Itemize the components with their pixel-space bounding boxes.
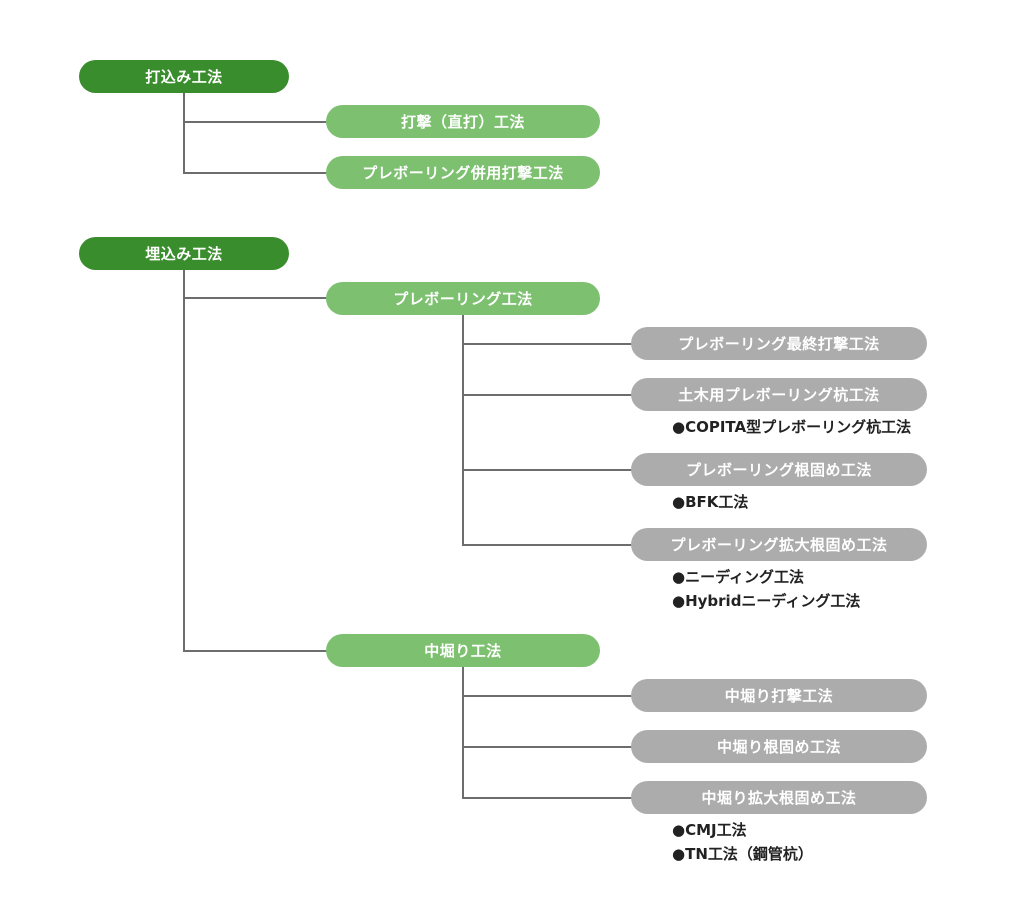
- connector-preboring-root: [462, 469, 633, 471]
- node-inner-strike-method: 中堀り打撃工法: [631, 679, 927, 712]
- connector-preboring-final-strike: [462, 343, 633, 345]
- note-hybrid-kneading-method: ●Hybridニーディング工法: [672, 592, 861, 610]
- note-bfk-method: ●BFK工法: [672, 493, 749, 511]
- node-preboring-combined-strike-method: プレボーリング併用打撃工法: [326, 156, 600, 189]
- node-embedded-method: 埋込み工法: [79, 237, 289, 270]
- note-copita-method: ●COPITA型プレボーリング杭工法: [672, 418, 912, 436]
- connector-preboring-enlarged-root: [462, 544, 633, 546]
- connector-embedded-preboring: [183, 297, 328, 299]
- note-tn-method: ●TN工法（鋼管杭）: [672, 845, 813, 863]
- node-inner-enlarged-root-fixing-method: 中堀り拡大根固め工法: [631, 781, 927, 814]
- connector-preboring-civil-pile: [462, 394, 633, 396]
- connector-inner-root: [462, 746, 633, 748]
- node-direct-strike-method: 打撃（直打）工法: [326, 105, 600, 138]
- node-inner-excavation-method: 中堀り工法: [326, 634, 600, 667]
- connector-driven-preboring-combined: [183, 172, 328, 174]
- connector-driven-direct: [183, 121, 328, 123]
- connector-inner-trunk: [462, 666, 464, 798]
- note-kneading-method: ●ニーディング工法: [672, 568, 805, 586]
- connector-inner-strike: [462, 695, 633, 697]
- connector-inner-enlarged-root: [462, 797, 633, 799]
- note-cmj-method: ●CMJ工法: [672, 821, 747, 839]
- connector-embedded-trunk: [183, 269, 185, 652]
- node-civil-preboring-pile-method: 土木用プレボーリング杭工法: [631, 378, 927, 411]
- node-preboring-root-fixing-method: プレボーリング根固め工法: [631, 453, 927, 486]
- node-driven-method: 打込み工法: [79, 60, 289, 93]
- node-inner-root-fixing-method: 中堀り根固め工法: [631, 730, 927, 763]
- node-preboring-final-strike-method: プレボーリング最終打撃工法: [631, 327, 927, 360]
- connector-embedded-inner: [183, 650, 328, 652]
- node-preboring-method: プレボーリング工法: [326, 282, 600, 315]
- node-preboring-enlarged-root-fixing-method: プレボーリング拡大根固め工法: [631, 528, 927, 561]
- connector-preboring-trunk: [462, 314, 464, 546]
- connector-driven-trunk: [183, 92, 185, 174]
